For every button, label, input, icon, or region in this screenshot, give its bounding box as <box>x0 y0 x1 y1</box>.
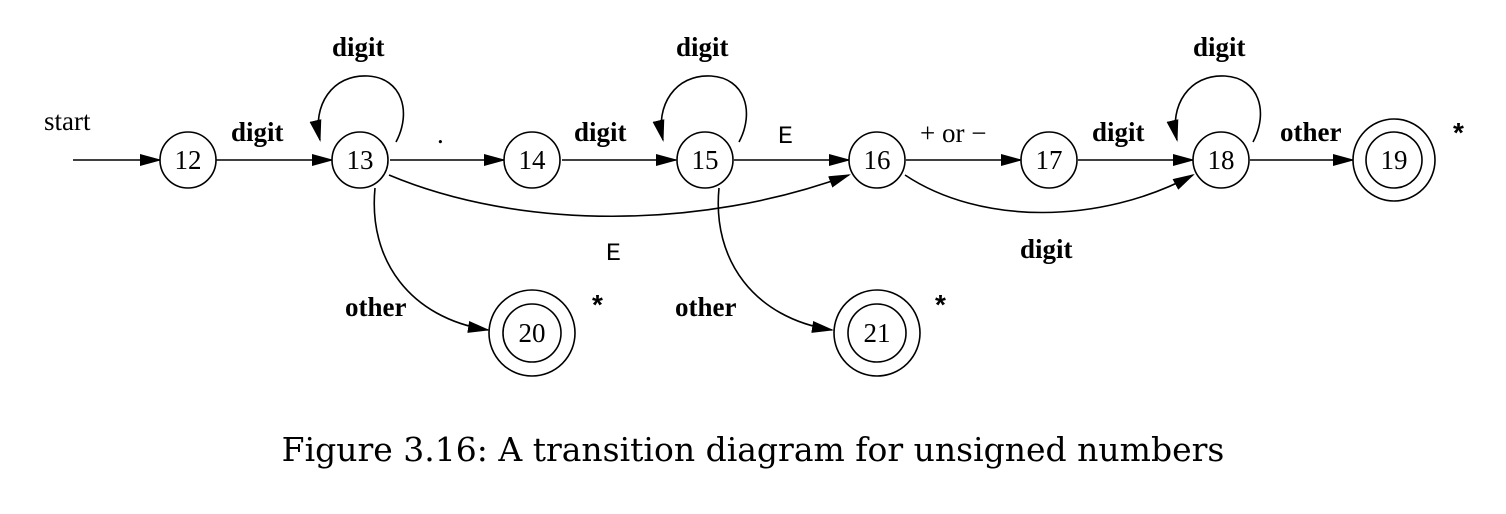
label-loop-13: digit <box>332 32 385 62</box>
state-19-label: 19 <box>1381 145 1408 175</box>
label-loop-15: digit <box>676 32 729 62</box>
figure-caption: Figure 3.16: A transition diagram for un… <box>281 430 1225 469</box>
loop-18 <box>1166 75 1262 143</box>
label-15-21: other <box>675 292 736 322</box>
state-12-label: 12 <box>175 145 202 175</box>
state-19-accepting: 19 <box>1352 118 1436 202</box>
state-14: 14 <box>503 131 561 189</box>
state-17: 17 <box>1020 131 1078 189</box>
state-14-label: 14 <box>519 145 547 175</box>
label-18-19: other <box>1280 117 1341 147</box>
label-13-20: other <box>345 292 406 322</box>
retract-marker-21: * <box>935 289 946 320</box>
retract-marker-20: * <box>592 289 603 320</box>
state-15: 15 <box>676 131 734 189</box>
loop-13 <box>309 75 405 143</box>
state-18-label: 18 <box>1208 145 1235 175</box>
label-16-18: digit <box>1020 234 1073 264</box>
state-18: 18 <box>1192 131 1250 189</box>
state-13: 13 <box>331 131 389 189</box>
retract-marker-19: * <box>1453 117 1464 148</box>
state-20-label: 20 <box>519 318 546 348</box>
state-16-label: 16 <box>864 145 891 175</box>
edge-16-18-curve <box>904 174 1195 214</box>
state-15-label: 15 <box>692 145 719 175</box>
edge-15-21-curve <box>717 187 834 333</box>
loop-15 <box>652 75 748 143</box>
label-loop-18: digit <box>1193 32 1246 62</box>
state-21-label: 21 <box>864 318 891 348</box>
label-17-18: digit <box>1092 117 1145 147</box>
state-17-label: 17 <box>1036 145 1063 175</box>
edge-13-16-curve <box>388 174 851 218</box>
label-12-13: digit <box>231 117 284 147</box>
start-label: start <box>44 106 91 136</box>
label-13-14: . <box>437 119 444 149</box>
label-13-16: E <box>606 239 621 268</box>
state-16: 16 <box>848 131 906 189</box>
state-21-accepting: 21 <box>833 289 921 377</box>
label-16-17: + or − <box>920 118 986 148</box>
label-14-15: digit <box>574 117 627 147</box>
state-20-accepting: 20 <box>488 289 576 377</box>
state-13-label: 13 <box>347 145 374 175</box>
label-15-16: E <box>778 122 793 151</box>
state-12: 12 <box>159 131 217 189</box>
edge-13-20-curve <box>373 187 490 333</box>
